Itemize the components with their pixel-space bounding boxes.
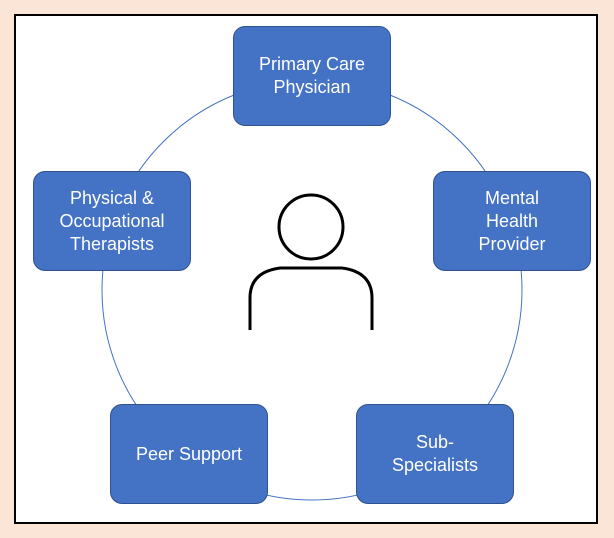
node-peer-support: Peer Support <box>110 404 268 504</box>
person-shoulders <box>248 266 374 330</box>
node-sub-specialists: Sub- Specialists <box>356 404 514 504</box>
node-mental-health-provider: Mental Health Provider <box>433 171 591 271</box>
node-physical-occupational-therapists: Physical & Occupational Therapists <box>33 171 191 271</box>
node-primary-care-physician: Primary Care Physician <box>233 26 391 126</box>
person-icon <box>248 193 374 330</box>
person-head <box>277 193 345 261</box>
